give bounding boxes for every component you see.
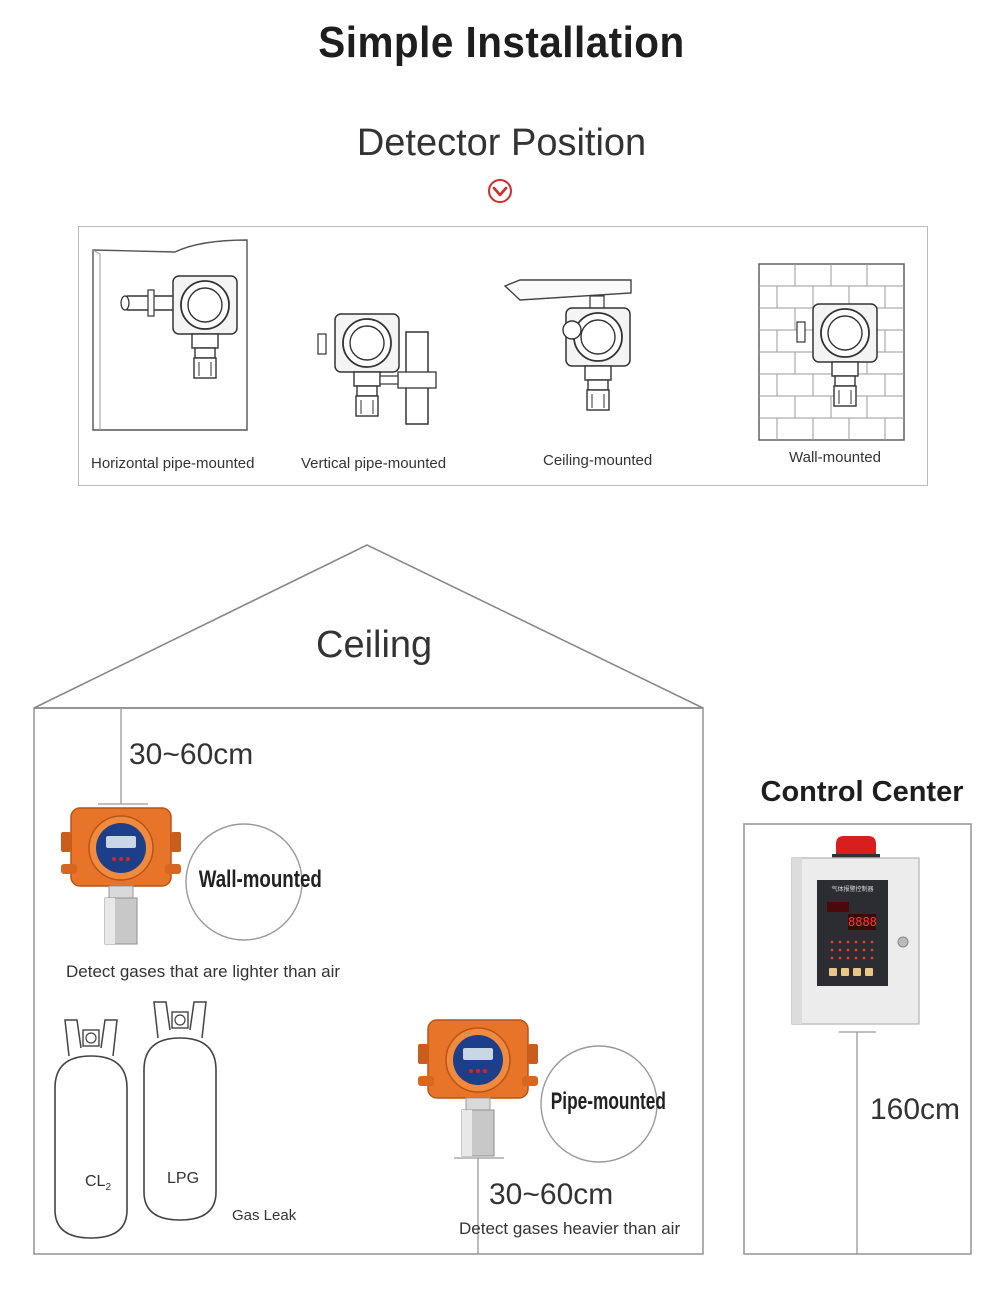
mount-label-vertical-pipe: Vertical pipe-mounted [301, 455, 447, 472]
mount-types-panel [78, 226, 928, 486]
wall-detector-readout: 00000 [108, 849, 134, 858]
cylinder-cl2 [54, 1019, 128, 1239]
control-height-label: 160cm [870, 1093, 961, 1126]
wall-mounted-note: Detect gases that are lighter than air [66, 962, 341, 981]
section-subtitle: Detector Position [356, 122, 647, 164]
controller-readout: 8888 [848, 915, 877, 929]
mount-label-wall: Wall-mounted [789, 449, 881, 466]
controller-cabinet [791, 857, 920, 1025]
page-title: Simple Installation [318, 18, 685, 67]
top-distance-label: 30~60cm [129, 738, 254, 771]
mount-label-horizontal-pipe: Horizontal pipe-mounted [91, 455, 255, 472]
pipe-detector-readout: 00000 [465, 1061, 491, 1070]
cylinder-label-lpg: LPG [167, 1170, 200, 1187]
cylinder-label-cl2: CL2 [85, 1173, 112, 1194]
controller-heading: 气体报警控制器 [831, 887, 874, 893]
ceiling-label: Ceiling [316, 624, 433, 666]
pipe-mounted-badge: Pipe-mounted [550, 1088, 666, 1115]
alarm-light-icon [832, 836, 880, 860]
control-center-title: Control Center [760, 776, 964, 808]
wall-mounted-badge: Wall-mounted [198, 866, 322, 893]
bottom-distance-label: 30~60cm [489, 1178, 614, 1211]
mount-label-ceiling: Ceiling-mounted [543, 452, 653, 469]
pipe-mounted-note: Detect gases heavier than air [459, 1219, 681, 1238]
gas-leak-label: Gas Leak [232, 1207, 297, 1224]
